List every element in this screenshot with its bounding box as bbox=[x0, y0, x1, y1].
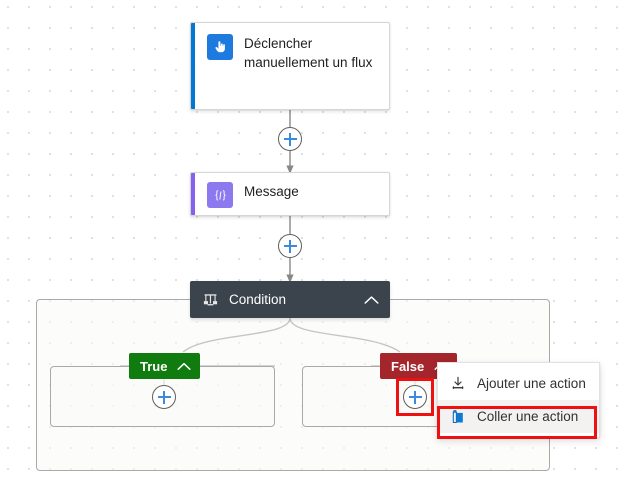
trigger-card[interactable]: Déclencher manuellement un flux bbox=[190, 22, 390, 110]
message-title: Message bbox=[244, 184, 299, 199]
add-action-plus-button-false[interactable] bbox=[403, 385, 427, 409]
balance-scales-icon bbox=[202, 292, 219, 308]
insert-below-icon bbox=[449, 375, 466, 392]
menu-item-label: Coller une action bbox=[477, 409, 579, 424]
menu-item-coller-une-action[interactable]: Coller une action bbox=[438, 400, 599, 433]
add-action-plus-button-trigger[interactable] bbox=[278, 127, 302, 151]
hand-pointer-icon bbox=[207, 34, 233, 60]
add-action-plus-button-true[interactable] bbox=[152, 385, 176, 409]
message-card[interactable]: Message bbox=[190, 172, 390, 216]
code-brackets-icon bbox=[207, 182, 233, 208]
condition-title: Condition bbox=[229, 292, 287, 307]
trigger-accent-bar bbox=[191, 23, 195, 109]
annotation-box-plus-button bbox=[396, 378, 434, 416]
trigger-title: Déclencher manuellement un flux bbox=[244, 36, 373, 70]
branch-false-label: False bbox=[391, 358, 425, 374]
condition-card[interactable]: Condition bbox=[190, 281, 390, 318]
menu-item-label: Ajouter une action bbox=[477, 376, 586, 391]
chevron-up-icon[interactable] bbox=[364, 295, 379, 305]
chevron-up-icon[interactable] bbox=[177, 362, 192, 371]
branch-true-label: True bbox=[140, 358, 168, 374]
branch-badge-true[interactable]: True bbox=[129, 353, 201, 379]
menu-item-ajouter-une-action[interactable]: Ajouter une action bbox=[438, 367, 599, 400]
context-menu[interactable]: Ajouter une action Coller une action bbox=[437, 362, 600, 438]
add-action-plus-button-message[interactable] bbox=[278, 234, 302, 258]
annotation-box-paste-menu-item bbox=[437, 406, 597, 439]
message-accent-bar bbox=[191, 173, 195, 215]
paste-clipboard-icon bbox=[449, 408, 466, 425]
